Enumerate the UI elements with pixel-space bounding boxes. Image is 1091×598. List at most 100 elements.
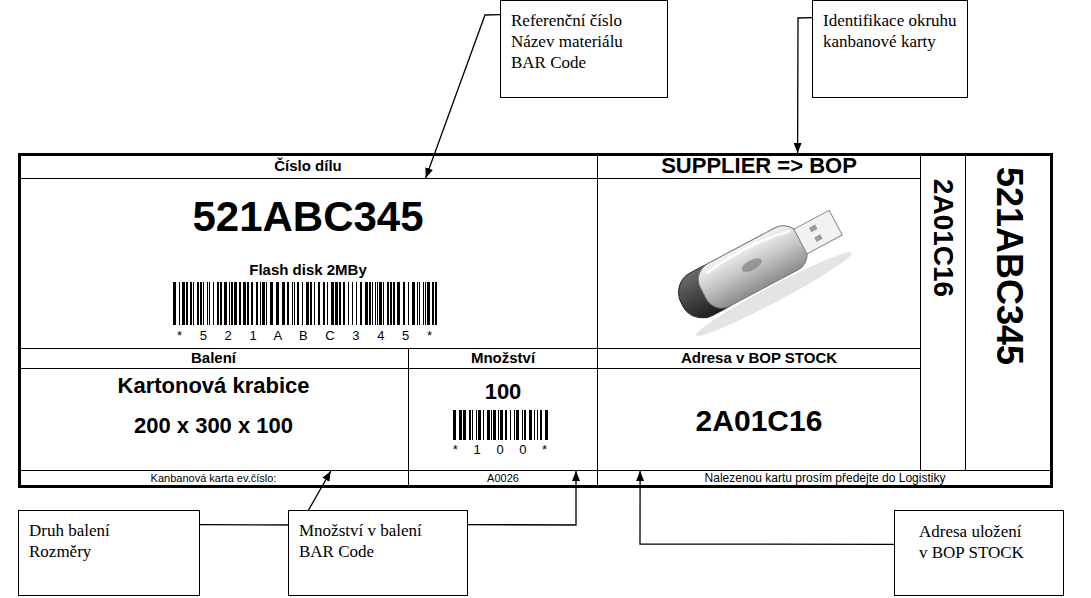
cell-label: 521ABC345 (192, 193, 423, 241)
barcode-bar (459, 410, 462, 440)
barcode-bar (251, 282, 253, 325)
barcode-bar (476, 410, 477, 440)
cell-label: Nalezenou kartu prosím předejte do Logis… (705, 471, 946, 485)
callout-box: Identifikace okruhu kanbanové karty (812, 0, 968, 98)
barcode-bar (390, 282, 392, 325)
barcode-bar (505, 410, 507, 440)
barcode-bar (524, 410, 526, 440)
barcode-bar (498, 410, 499, 440)
part-number-cell: 521ABC345Flash disk 2MBy * 5 2 1 A B C 3 … (18, 178, 598, 349)
cell-label: 2A01C16 (696, 403, 823, 439)
cell-label: * 5 2 1 A B C 3 4 5 * (177, 328, 439, 344)
cell-label: Flash disk 2MBy (249, 261, 367, 279)
barcode-bar (423, 282, 424, 325)
vertical-part-cell: 521ABC345 (965, 153, 1053, 471)
callout-text: BAR Code (511, 52, 657, 73)
barcode-bar (408, 282, 409, 325)
barcode-bar (207, 282, 208, 325)
callout-box: Adresa uložení v BOP STOCK (894, 510, 1064, 596)
footer-cell: Kanbanová karta ev.číslo: (18, 470, 409, 487)
barcode-bar (493, 410, 496, 440)
leader-arrow (468, 471, 576, 525)
leader-arrow (798, 18, 812, 153)
barcode-bar (339, 282, 341, 325)
barcode-bar (510, 410, 511, 440)
address-cell: 2A01C16 (597, 368, 921, 471)
callout-box: Množství v baleníBAR Code (288, 510, 468, 596)
card-frame (20, 155, 1052, 487)
barcode-bar (327, 282, 328, 325)
barcode (453, 410, 548, 440)
barcode-bar (186, 282, 188, 325)
barcode-bar (540, 410, 542, 440)
barcode-bar (425, 282, 426, 325)
barcode-bar (393, 282, 395, 325)
barcode-bar (310, 282, 312, 325)
callout-text: Identifikace okruhu kanbanové karty (823, 10, 957, 52)
callout-box: Druh baleníRozměry (18, 510, 200, 596)
callout-text: Název materiálu (511, 31, 657, 52)
barcode-bar (352, 282, 353, 325)
barcode-bar (294, 282, 295, 325)
cell-label: Adresa v BOP STOCK (681, 349, 837, 367)
vertical-label: 521ABC345 (989, 167, 1030, 365)
barcode-bar (182, 282, 185, 325)
cell-label: Kanbanová karta ev.číslo: (151, 471, 277, 485)
header-cell: Číslo dílu (18, 153, 598, 179)
barcode-bar (463, 410, 466, 440)
callout-box: Referenční čísloNázev materiáluBAR Code (500, 0, 668, 98)
barcode-bar (262, 282, 265, 325)
barcode-bar (292, 282, 293, 325)
barcode-bar (224, 282, 227, 325)
cell-label: 200 x 300 x 100 (134, 413, 293, 439)
callout-text: BAR Code (299, 541, 457, 562)
barcode-bar (397, 282, 400, 325)
cell-label: A0026 (487, 471, 519, 485)
barcode-bar (217, 282, 219, 325)
barcode-bar (200, 282, 202, 325)
circuit-cell: SUPPLIER => BOP (597, 153, 921, 179)
barcode-bar (500, 410, 503, 440)
quantity-cell: 100* 1 0 0 * (408, 368, 598, 471)
barcode-bar (383, 282, 384, 325)
flash-disk-picture (669, 201, 855, 342)
barcode-bar (377, 282, 378, 325)
header-cell: Množství (408, 348, 598, 369)
barcode-bar (529, 410, 532, 440)
callout-text: Adresa uložení v BOP STOCK (919, 521, 1027, 563)
barcode-bar (302, 282, 303, 325)
barcode-bar (213, 282, 214, 325)
vertical-label: 2A01C16 (927, 179, 959, 297)
barcode-bar (231, 282, 233, 325)
callout-text: Množství v balení (299, 520, 457, 541)
cell-label: Kartonová krabice (118, 373, 310, 399)
vertical-address-cell: 2A01C16 (920, 153, 966, 471)
barcode-bar (483, 410, 484, 440)
barcode-bar (372, 282, 373, 325)
barcode-bar (403, 282, 405, 325)
barcode-bar (179, 282, 180, 325)
barcode-bar (514, 410, 515, 440)
barcode-bar (306, 282, 309, 325)
barcode-bar (193, 282, 194, 325)
barcode-bar (487, 410, 490, 440)
barcode-bar (276, 282, 279, 325)
barcode-bar (516, 410, 519, 440)
barcode-bar (369, 282, 371, 325)
barcode-bar (247, 282, 249, 325)
barcode-bar (412, 282, 415, 325)
footer-cell: Nalezenou kartu prosím předejte do Logis… (597, 470, 1053, 487)
barcode-bar (478, 410, 481, 440)
barcode-bar (375, 282, 376, 325)
packing-cell: Kartonová krabice 200 x 300 x 100 (18, 368, 409, 471)
cell-label: Balení (191, 349, 236, 367)
header-cell: Balení (18, 348, 409, 369)
barcode-bar (173, 282, 176, 325)
cell-label: 100 (485, 379, 522, 405)
barcode-bar (256, 282, 258, 325)
barcode-bar (282, 282, 285, 325)
barcode-bar (472, 410, 473, 440)
barcode-bar (266, 282, 267, 325)
barcode-bar (297, 282, 299, 325)
barcode-bar (335, 282, 338, 325)
